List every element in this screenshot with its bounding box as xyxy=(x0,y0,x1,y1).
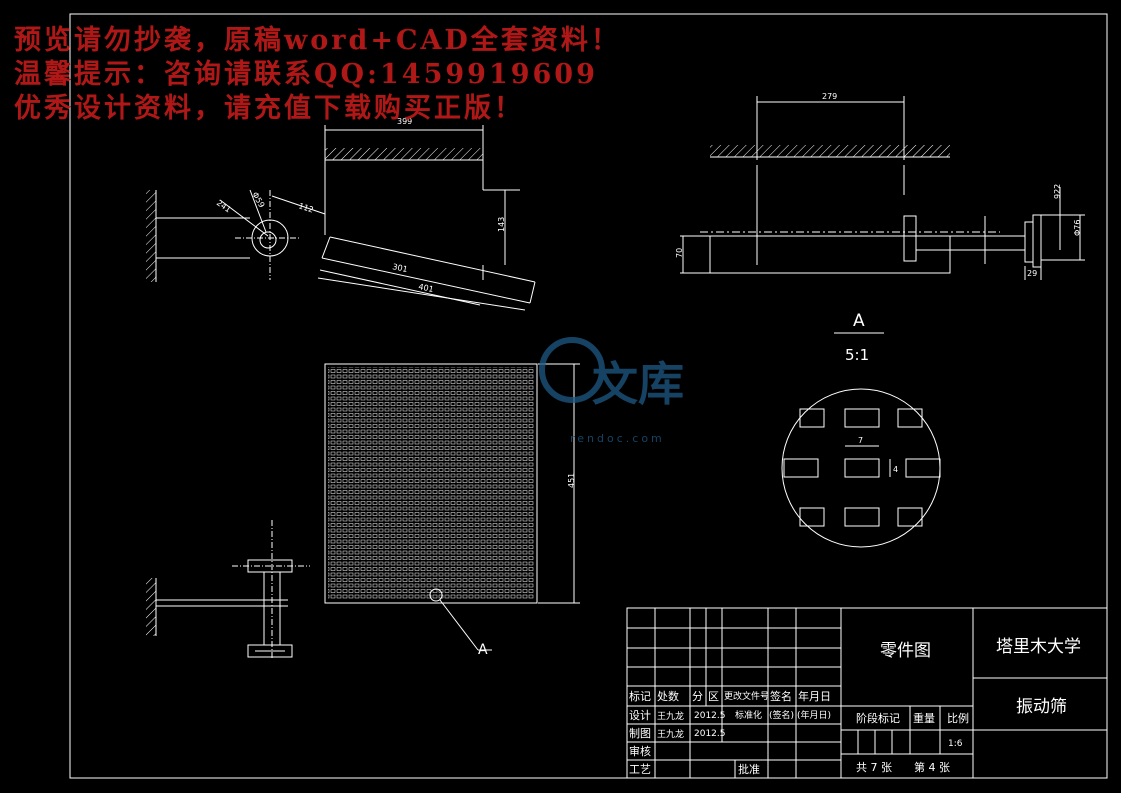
front-view-shaft xyxy=(680,96,1085,280)
tb-stage-label: 阶段标记 xyxy=(856,711,900,725)
dim-29: 29 xyxy=(1027,269,1037,278)
dim-401: 401 xyxy=(418,282,435,294)
tb-design-label: 设计 xyxy=(629,709,651,722)
tb-date-label: (年月日) xyxy=(797,709,831,721)
tb-header-doc: 更改文件号 xyxy=(724,690,769,702)
dim-4: 4 xyxy=(893,465,898,474)
tb-weight-label: 重量 xyxy=(913,711,935,725)
dim-phi59: Φ59 xyxy=(250,191,266,210)
tb-sheet-total: 共 7 张 xyxy=(856,761,892,774)
tb-design-date: 2012.5 xyxy=(694,711,726,721)
bracket-view xyxy=(146,520,310,660)
side-view-inclined xyxy=(146,125,536,311)
drawing-type: 零件图 xyxy=(880,641,931,661)
title-block xyxy=(626,607,1108,779)
dim-279: 279 xyxy=(822,92,837,101)
dim-143: 143 xyxy=(497,217,506,232)
dim-7: 7 xyxy=(858,436,863,445)
logo-text: 文库 xyxy=(592,357,684,411)
detail-a-view xyxy=(781,332,941,548)
dim-241: 241 xyxy=(215,198,233,214)
tb-sign-label: (签名) xyxy=(769,709,794,721)
dim-phi76: Φ76 xyxy=(1073,220,1082,236)
tb-draw-label: 制图 xyxy=(629,727,651,740)
screen-plate-view xyxy=(324,363,580,651)
detail-label: A xyxy=(853,311,865,331)
logo-watermark: 文库 rendoc.com xyxy=(539,337,684,445)
logo-icon xyxy=(539,337,605,403)
tb-approve-label: 批准 xyxy=(738,762,760,776)
detail-scale: 5:1 xyxy=(845,346,869,364)
callout-a: A xyxy=(478,642,488,658)
logo-url: rendoc.com xyxy=(570,432,665,445)
tb-header-mark: 标记 xyxy=(629,689,651,703)
part-name: 振动筛 xyxy=(1016,697,1067,717)
tb-header-fen: 分 xyxy=(692,690,703,703)
watermark-line-2: 温馨提示：咨询请联系QQ:1459919609 xyxy=(14,59,598,90)
watermark-line-1: 预览请勿抄袭，原稿word+CAD全套资料！ xyxy=(14,25,621,56)
dim-112: 112 xyxy=(297,201,314,214)
tb-header-date: 年月日 xyxy=(798,689,831,703)
dim-70: 70 xyxy=(675,248,684,258)
tb-draw-date: 2012.5 xyxy=(694,729,726,739)
dim-451: 451 xyxy=(567,473,576,488)
tb-review-label: 审核 xyxy=(629,744,651,758)
dim-301: 301 xyxy=(392,262,409,274)
tb-header-qu: 区 xyxy=(708,690,719,703)
dim-399: 399 xyxy=(397,117,412,126)
university-name: 塔里木大学 xyxy=(996,637,1081,657)
tb-process-label: 工艺 xyxy=(629,763,651,776)
tb-sheet-no: 第 4 张 xyxy=(914,760,950,774)
dim-922: 922 xyxy=(1053,184,1062,199)
tb-standard-label: 标准化 xyxy=(735,709,762,721)
drawing-frame xyxy=(69,13,1108,779)
tb-designer: 王九龙 xyxy=(657,710,684,722)
tb-drawer: 王九龙 xyxy=(657,728,684,740)
tb-scale-value: 1:6 xyxy=(948,739,963,749)
watermark-line-3: 优秀设计资料，请充值下载购买正版！ xyxy=(14,93,524,124)
tb-header-count: 处数 xyxy=(657,690,679,703)
tb-scale-label: 比例 xyxy=(947,711,969,725)
tb-header-sign: 签名 xyxy=(770,689,792,703)
